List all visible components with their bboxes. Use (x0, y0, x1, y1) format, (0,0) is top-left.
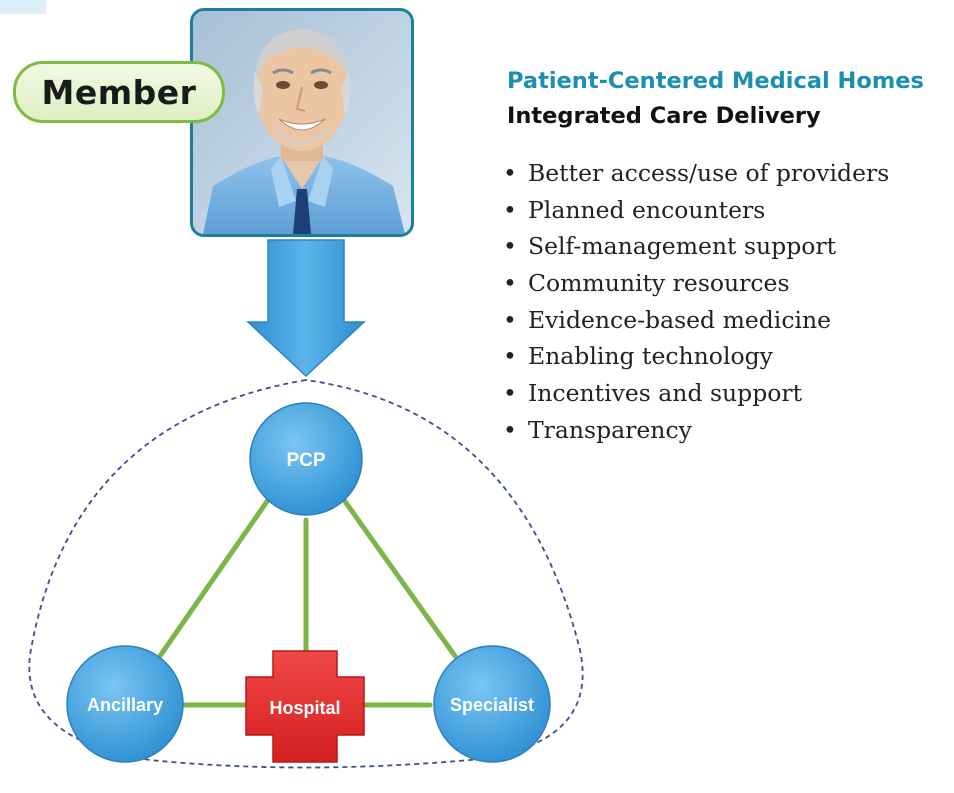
care-boundary (28, 379, 584, 769)
member-photo (190, 8, 414, 237)
page-heading: Patient-Centered Medical Homes Integrate… (507, 64, 924, 134)
connectors (157, 497, 458, 708)
list-item: Community resources (503, 265, 889, 302)
down-arrow-icon (246, 239, 366, 378)
specialist-node: Specialist (433, 645, 551, 763)
heading-secondary: Integrated Care Delivery (507, 103, 821, 129)
list-item: Self-management support (503, 228, 889, 265)
benefits-list: Better access/use of providers Planned e… (503, 155, 889, 449)
corner-tab (0, 0, 46, 14)
pcp-node: PCP (249, 402, 363, 516)
ancillary-label: Ancillary (87, 695, 163, 715)
pcp-label: PCP (286, 450, 325, 471)
list-item: Better access/use of providers (503, 155, 889, 192)
list-item: Evidence-based medicine (503, 302, 889, 339)
ancillary-node: Ancillary (66, 645, 184, 763)
list-item: Incentives and support (503, 375, 889, 412)
red-cross-icon: Hospital (245, 650, 365, 763)
connector-pcp-specialist (341, 497, 458, 659)
list-item: Planned encounters (503, 192, 889, 229)
list-item: Enabling technology (503, 338, 889, 375)
member-badge: Member (13, 61, 225, 123)
member-label: Member (41, 72, 197, 112)
connector-pcp-ancillary (157, 497, 271, 659)
heading-primary: Patient-Centered Medical Homes (507, 68, 924, 94)
hospital-label: Hospital (269, 698, 340, 718)
list-item: Transparency (503, 412, 889, 449)
specialist-label: Specialist (450, 695, 534, 715)
